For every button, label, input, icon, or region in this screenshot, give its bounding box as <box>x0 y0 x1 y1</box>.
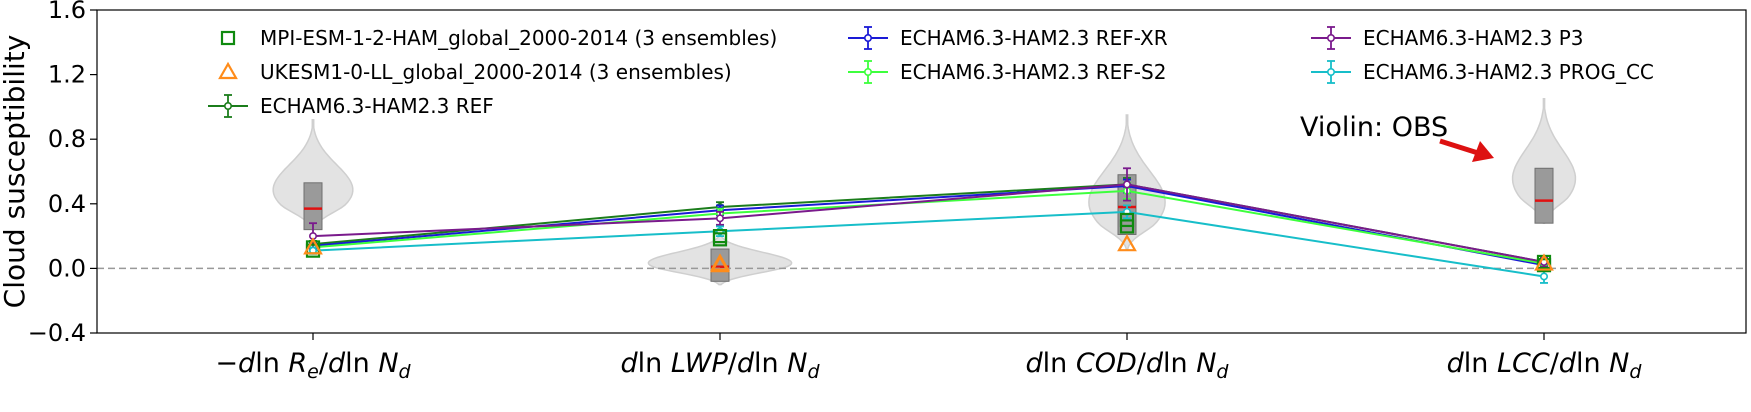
series-point-5-1 <box>715 214 724 223</box>
legend-label: ECHAM6.3-HAM2.3 REF-S2 <box>900 60 1166 84</box>
legend: MPI-ESM-1-2-HAM_global_2000-2014 (3 ense… <box>208 26 1654 118</box>
legend-point-icon <box>863 68 872 77</box>
legend-square-icon <box>220 30 236 46</box>
x-category-label: −dln Re/dln Nd <box>215 348 411 383</box>
y-tick-label: 1.6 <box>48 0 86 24</box>
violin-box-3 <box>1534 167 1554 224</box>
y-tick-label: 0.0 <box>48 254 86 282</box>
triangle-marker-4 <box>1534 253 1554 271</box>
annotation-arrow-head <box>1472 141 1494 162</box>
legend-label: MPI-ESM-1-2-HAM_global_2000-2014 (3 ense… <box>260 26 777 50</box>
annotation-arrow-shaft <box>1439 138 1479 156</box>
x-axis: −dln Re/dln Nd dln LWP/dln Nd dln COD/dln … <box>215 333 1642 383</box>
y-tick-label: 0.8 <box>48 125 86 153</box>
legend-label: ECHAM6.3-HAM2.3 PROG_CC <box>1363 60 1654 84</box>
series-point-5-2 <box>1123 180 1132 189</box>
legend-point-icon <box>224 102 233 111</box>
y-axis: −0.4 0.0 0.4 0.8 1.2 1.6 <box>28 0 97 347</box>
square-marker-5 <box>1119 212 1135 228</box>
x-category-label: dln COD/dln Nd <box>1026 348 1230 383</box>
triangle-marker-0 <box>303 237 323 255</box>
y-axis-title: Cloud susceptibility <box>0 35 31 309</box>
square-marker-3 <box>712 229 728 244</box>
annotation-text: Violin: OBS <box>1300 112 1448 143</box>
legend-triangle-icon <box>218 61 238 80</box>
series-line-3 <box>312 185 1545 267</box>
violin-3 <box>1511 98 1577 224</box>
series-line-6 <box>312 210 1545 278</box>
series-layer <box>308 167 1549 284</box>
triangle-marker-3 <box>1117 233 1137 252</box>
legend-point-icon <box>1327 33 1336 42</box>
triangle-marker-2 <box>710 253 730 271</box>
y-tick-label: 0.4 <box>48 190 86 218</box>
y-tick-label: 1.2 <box>48 61 86 89</box>
series-point-6-3 <box>1540 272 1549 281</box>
legend-label: UKESM1-0-LL_global_2000-2014 (3 ensemble… <box>260 60 732 84</box>
plot-frame <box>96 9 1747 334</box>
legend-label: ECHAM6.3-HAM2.3 REF-XR <box>900 26 1168 50</box>
legend-label: ECHAM6.3-HAM2.3 P3 <box>1363 26 1584 50</box>
series-line-5 <box>312 183 1545 263</box>
y-tick-label: −0.4 <box>28 319 86 347</box>
marker-layer <box>303 212 1554 273</box>
violin-box-1 <box>710 248 730 282</box>
legend-point-icon <box>863 33 872 42</box>
legend-point-icon <box>1327 68 1336 77</box>
series-line-2 <box>312 183 1545 263</box>
violin-0 <box>272 119 354 231</box>
legend-label: ECHAM6.3-HAM2.3 REF <box>260 94 494 118</box>
x-category-label: dln LWP/dln Nd <box>621 348 821 383</box>
annotation: Violin: OBS <box>1300 112 1494 162</box>
x-category-label: dln LCC/dln Nd <box>1447 348 1643 383</box>
